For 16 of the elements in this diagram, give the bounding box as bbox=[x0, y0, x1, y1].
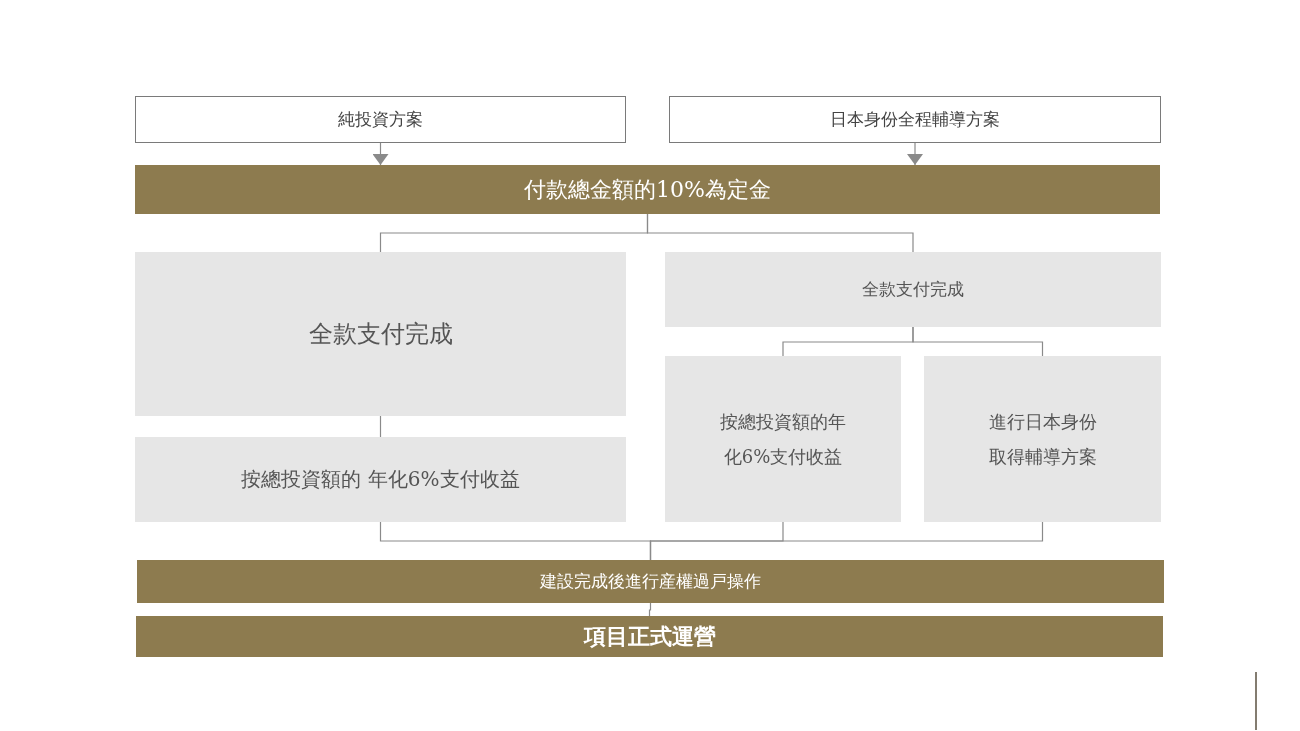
step-box: 按總投資額的 年化6%支付收益 bbox=[135, 437, 626, 522]
arrow bbox=[907, 142, 923, 166]
step-box: 全款支付完成 bbox=[665, 252, 1161, 327]
connector-line bbox=[649, 521, 1044, 561]
step-box: 按總投資額的年化6%支付收益 bbox=[665, 356, 901, 522]
arrow bbox=[372, 142, 389, 166]
step-bar: 建設完成後進行産權過戸操作 bbox=[137, 560, 1164, 603]
step-box: 全款支付完成 bbox=[135, 252, 626, 416]
step-box: 進行日本身份取得輔導方案 bbox=[924, 356, 1161, 522]
connector-line bbox=[379, 415, 382, 438]
step-bar: 付款總金額的10%為定金 bbox=[135, 165, 1160, 214]
option-box: 純投資方案 bbox=[135, 96, 626, 143]
step-bar: 項目正式運營 bbox=[136, 616, 1163, 657]
connector-line bbox=[912, 326, 1044, 357]
option-box: 日本身份全程輔導方案 bbox=[669, 96, 1161, 143]
connector-line bbox=[646, 213, 914, 253]
